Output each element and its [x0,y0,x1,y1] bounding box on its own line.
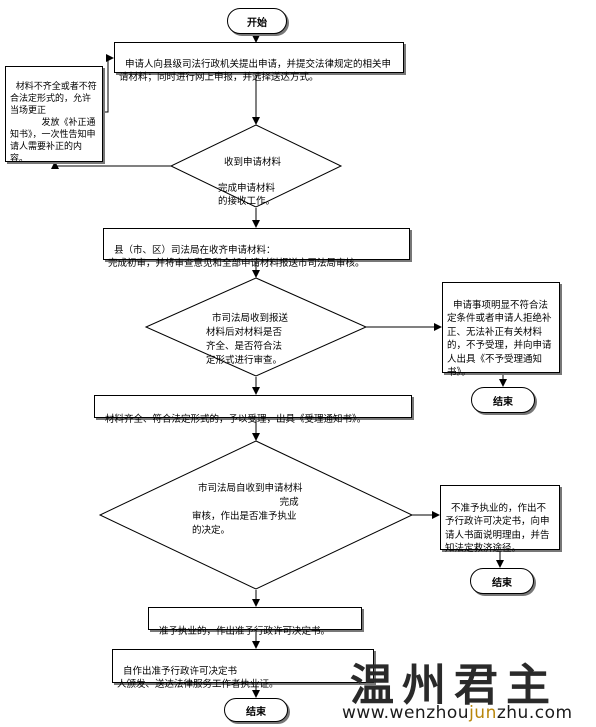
step-issue-certificate-text: 自作出准予行政许可决定书 人颁发、送达法律服务工作者执业证。 [117,666,279,690]
step-accept-application: 材料齐全、符合法定形式的，予以受理，出具《受理通知书》。 [94,395,412,425]
step-submit-application-text: 申请人向县级司法行政机关提出申请，并提交法律规定的相关申请材料；同时进行网上申报… [119,59,392,83]
end-label-3: 结束 [246,706,266,718]
step-issue-certificate: 自作出准予行政许可决定书 人颁发、送达法律服务工作者执业证。 [112,649,374,690]
decision1-shape [169,124,343,208]
end-label-2: 结束 [492,577,512,589]
watermark-url-prefix: www.wenzhou [342,703,470,723]
decision-city-check-materials: 市司法局收到报送 材料后对材料是否 齐全、是否符合法 定形式进行审查。 [206,298,316,368]
start-label: 开始 [247,17,267,29]
watermark-logo: 温州君主 www.wenzhoujunzhu.com [336,647,596,727]
step-county-initial-review: 县（市、区）司法局在收齐申请材料： 完成初审，并将审查意见和全部申请材料报送市司… [103,228,410,269]
start-terminal: 开始 [227,8,287,34]
step-submit-application: 申请人向县级司法行政机关提出申请，并提交法律规定的相关申请材料；同时进行网上申报… [114,42,404,83]
watermark-chinese: 温州君主 [350,660,558,711]
reject-not-approved-text: 不准予执业的，作出不予行政许可决定书，向申请人书面说明理由，并告知法定救济途径。 [445,502,550,555]
step-approve-license: 准予执业的，作出准予行政许可决定书。 [148,607,362,637]
end-terminal-1: 结束 [471,387,535,413]
watermark-url-highlight: jun [469,703,497,723]
side-note-correction: 材料不齐全或者不符合法定形式的，允许当场更正 发放《补正通知书》，一次性告知申请… [5,66,103,164]
side-note-correction-text: 材料不齐全或者不符合法定形式的，允许当场更正 发放《补正通知书》，一次性告知申请… [10,82,97,164]
decision-city-review-decision-text: 市司法局自收到申请材料 完成 审核，作出是否准予执业 的决定。 [192,483,303,536]
reject-not-approved: 不准予执业的，作出不予行政许可决定书，向申请人书面说明理由，并告知法定救济途径。 [440,485,560,554]
decision3-shape [98,440,414,590]
end-terminal-3: 结束 [224,698,288,722]
reject-not-accepted-text: 申请事项明显不符合法定条件或者申请人拒绝补正、无法补正有关材料的，不予受理，并向… [447,299,552,379]
watermark-url-suffix: zhu.com [496,703,573,723]
reject-not-accepted: 申请事项明显不符合法定条件或者申请人拒绝补正、无法补正有关材料的，不予受理，并向… [442,282,560,378]
step-county-initial-review-text: 县（市、区）司法局在收齐申请材料： 完成初审，并将审查意见和全部申请材料报送市司… [108,245,397,269]
watermark-url: www.wenzhoujunzhu.com [342,703,573,723]
decision-receive-materials: 收到申请材料 完成申请材料 的接收工作。 [218,143,308,208]
decision2-shape [144,277,368,377]
decision-city-review-decision: 市司法局自收到申请材料 完成 审核，作出是否准予执业 的决定。 [192,468,372,538]
end-label-1: 结束 [493,396,513,408]
step-approve-license-text: 准予执业的，作出准予行政许可决定书。 [159,626,331,637]
decision-receive-materials-text: 收到申请材料 完成申请材料 的接收工作。 [218,157,282,207]
decision-city-check-materials-text: 市司法局收到报送 材料后对材料是否 齐全、是否符合法 定形式进行审查。 [206,313,289,366]
end-terminal-2: 结束 [470,568,534,594]
step-accept-application-text: 材料齐全、符合法定形式的，予以受理，出具《受理通知书》。 [105,414,367,425]
